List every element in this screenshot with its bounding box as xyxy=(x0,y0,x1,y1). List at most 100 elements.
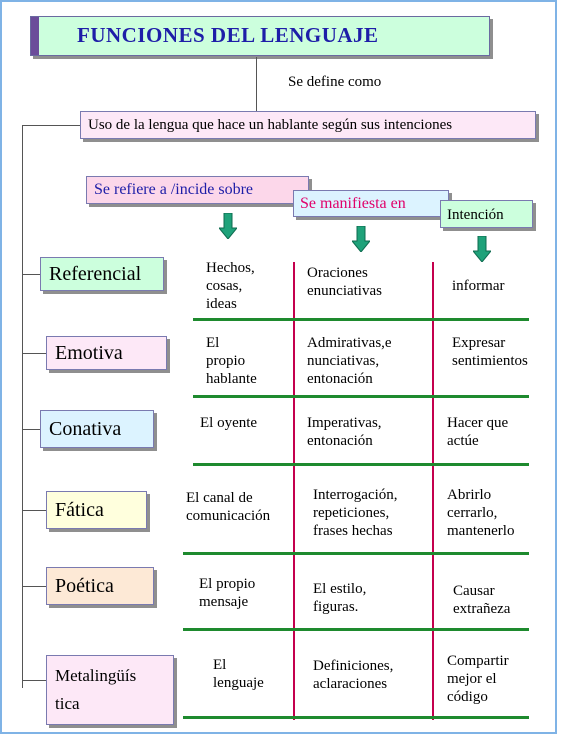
cell-intencion: informar xyxy=(452,277,504,295)
cell-line: El xyxy=(213,657,227,673)
branch-connector xyxy=(22,274,40,275)
cell-line: enunciativas xyxy=(307,283,382,299)
arrow-down-icon xyxy=(352,226,370,252)
cell-line: frases hechas xyxy=(313,523,393,539)
cell-line: Imperativas, xyxy=(307,415,382,431)
cell-line: El canal de xyxy=(186,490,253,506)
row-separator xyxy=(193,318,529,321)
branch-definition xyxy=(22,125,80,126)
cell-line: código xyxy=(447,689,488,705)
cell-line: El xyxy=(206,335,220,351)
cell-line: aclaraciones xyxy=(313,676,388,692)
function-box: Referencial xyxy=(40,257,164,291)
cell-line: Definiciones, xyxy=(313,658,394,674)
cell-line: mejor el xyxy=(447,671,497,687)
cell-line: lenguaje xyxy=(213,675,264,691)
cell-line: Causar xyxy=(453,583,495,599)
cell-intencion: Expresar sentimientos xyxy=(452,334,528,370)
cell-manifiesta: Definiciones, aclaraciones xyxy=(313,657,393,693)
cell-line: Abrirlo xyxy=(447,487,492,503)
cell-line: extrañeza xyxy=(453,601,511,617)
left-spine xyxy=(22,125,23,688)
cell-line: comunicación xyxy=(186,508,271,524)
function-name-line: tica xyxy=(55,694,80,713)
function-name: Conativa xyxy=(49,417,122,440)
cell-line: mensaje xyxy=(199,594,249,610)
function-box: Conativa xyxy=(40,410,154,448)
cell-line: Hacer que xyxy=(447,415,509,431)
function-name: Emotiva xyxy=(55,341,123,364)
cell-line: Hechos, xyxy=(206,260,255,276)
definition-box: Uso de la lengua que hace un hablante se… xyxy=(80,111,536,139)
function-name: Fática xyxy=(55,498,104,521)
cell-intencion: Abrirlo cerrarlo, mantenerlo xyxy=(447,486,514,540)
cell-line: repeticiones, xyxy=(313,505,390,521)
cell-intencion: Hacer que actúe xyxy=(447,414,508,450)
branch-connector xyxy=(22,510,46,511)
cell-line: mantenerlo xyxy=(447,523,515,539)
cell-refiere: El canal de comunicación xyxy=(186,489,270,525)
row-separator xyxy=(183,628,529,631)
branch-connector xyxy=(22,680,46,681)
cell-line: nunciativas, xyxy=(307,353,380,369)
column-separator xyxy=(293,262,295,720)
cell-line: El oyente xyxy=(200,415,258,431)
function-box: Poética xyxy=(46,567,154,605)
page-title: FUNCIONES DEL LENGUAJE xyxy=(77,23,379,47)
cell-line: cosas, xyxy=(206,278,243,294)
cell-line: hablante xyxy=(206,371,257,387)
header-refiere-label: Se refiere a /incide sobre xyxy=(94,181,254,198)
cell-refiere: El oyente xyxy=(200,414,257,432)
header-manifiesta: Se manifiesta en xyxy=(293,190,449,217)
row-separator xyxy=(183,716,529,719)
cell-refiere: El lenguaje xyxy=(213,656,264,692)
cell-line: ideas xyxy=(206,296,237,312)
cell-line: cerrarlo, xyxy=(447,505,498,521)
cell-line: sentimientos xyxy=(452,353,528,369)
function-name: Referencial xyxy=(49,262,142,285)
cell-manifiesta: Admirativas,e nunciativas, entonación xyxy=(307,334,392,388)
cell-refiere: El propio hablante xyxy=(206,334,257,388)
cell-line: Admirativas,e xyxy=(307,335,392,351)
cell-line: El estilo, xyxy=(313,581,367,597)
cell-intencion: Causar extrañeza xyxy=(453,582,510,618)
branch-connector xyxy=(22,353,46,354)
row-separator xyxy=(193,463,529,466)
cell-line: El propio xyxy=(199,576,256,592)
function-name-line: Metalingüís xyxy=(55,666,137,685)
title-accent xyxy=(31,17,39,55)
define-label: Se define como xyxy=(288,74,382,90)
cell-line: entonación xyxy=(307,433,373,449)
cell-refiere: Hechos, cosas, ideas xyxy=(206,259,255,313)
arrow-down-icon xyxy=(219,213,237,239)
header-refiere: Se refiere a /incide sobre xyxy=(86,176,309,204)
cell-line: informar xyxy=(452,278,505,294)
cell-line: Oraciones xyxy=(307,265,368,281)
cell-line: Interrogación, xyxy=(313,487,398,503)
function-box: Metalingüís tica xyxy=(46,655,174,725)
cell-line: Expresar xyxy=(452,335,506,351)
cell-line: actúe xyxy=(447,433,479,449)
cell-manifiesta: Interrogación, repeticiones, frases hechas xyxy=(313,486,398,540)
cell-line: propio xyxy=(206,353,246,369)
branch-connector xyxy=(22,429,40,430)
definition-text: Uso de la lengua que hace un hablante se… xyxy=(88,117,453,133)
function-name: Poética xyxy=(55,574,114,597)
cell-line: entonación xyxy=(307,371,373,387)
cell-manifiesta: El estilo, figuras. xyxy=(313,580,366,616)
cell-manifiesta: Imperativas, entonación xyxy=(307,414,382,450)
row-separator xyxy=(193,395,529,398)
header-manifiesta-label: Se manifiesta en xyxy=(300,195,406,212)
arrow-down-icon xyxy=(473,236,491,262)
cell-intencion: Compartir mejor el código xyxy=(447,652,509,706)
column-separator xyxy=(432,262,434,720)
cell-manifiesta: Oraciones enunciativas xyxy=(307,264,382,300)
header-intencion-label: Intención xyxy=(447,207,504,223)
cell-line: Compartir xyxy=(447,653,509,669)
function-box: Fática xyxy=(46,491,147,529)
header-intencion: Intención xyxy=(440,200,533,228)
branch-connector xyxy=(22,586,46,587)
cell-line: figuras. xyxy=(313,599,359,615)
row-separator xyxy=(183,552,529,555)
